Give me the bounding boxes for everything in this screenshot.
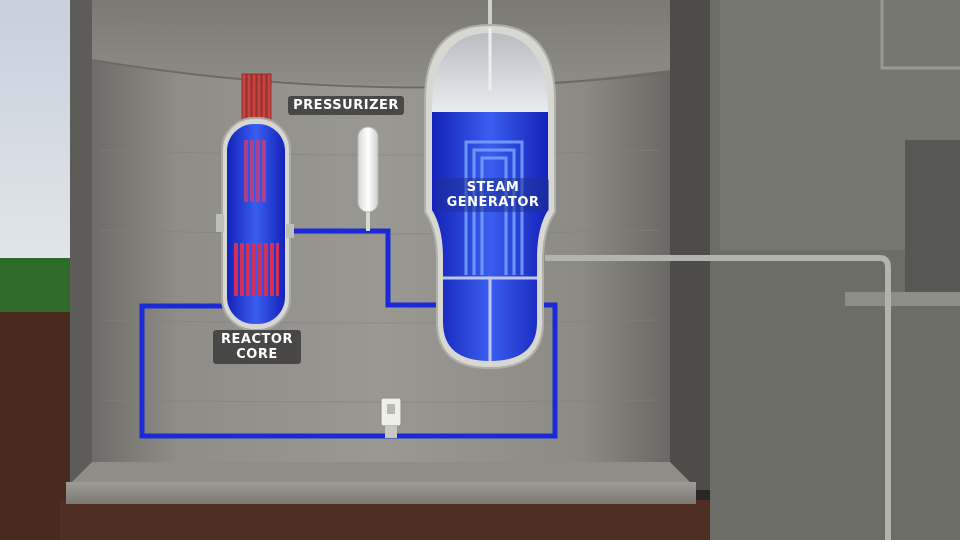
fuel-rods <box>234 243 279 296</box>
pressurizer-label: PRESSURIZER <box>288 96 404 115</box>
steam-generator-label: STEAM GENERATOR <box>437 178 549 212</box>
floor-slab-edge <box>66 482 696 504</box>
steam-generator-water <box>432 112 548 361</box>
dome-seam <box>91 59 671 89</box>
containment-left-wall <box>70 0 94 490</box>
vessel-nozzle-right <box>286 224 294 238</box>
steam-generator-label-line-1: STEAM <box>466 180 520 195</box>
ground-band <box>60 500 720 540</box>
steam-line-pipe <box>545 255 891 540</box>
hot-leg-pipe <box>285 228 445 308</box>
reactor-core-label-line-2: CORE <box>236 347 278 362</box>
reactor-core-label: REACTOR CORE <box>213 330 301 364</box>
pressurizer <box>357 126 379 213</box>
equipment-box <box>905 140 960 295</box>
cold-leg-pipe <box>139 302 558 439</box>
vessel-nozzle <box>216 214 224 232</box>
equipment-shelf <box>845 292 960 306</box>
control-rods <box>244 140 266 202</box>
reactor-core-label-line-1: REACTOR <box>221 332 293 347</box>
steam-generator-label-line-2: GENERATOR <box>446 195 540 210</box>
containment-right-wall <box>668 0 710 490</box>
coolant-pump-base <box>385 426 397 438</box>
pressurizer-label-text: PRESSURIZER <box>293 98 399 113</box>
building-trim <box>880 0 960 70</box>
coolant-pump-port <box>387 404 395 414</box>
primary-coolant-loop <box>139 228 558 439</box>
containment-floor <box>72 462 690 482</box>
concrete-texture <box>99 19 661 403</box>
